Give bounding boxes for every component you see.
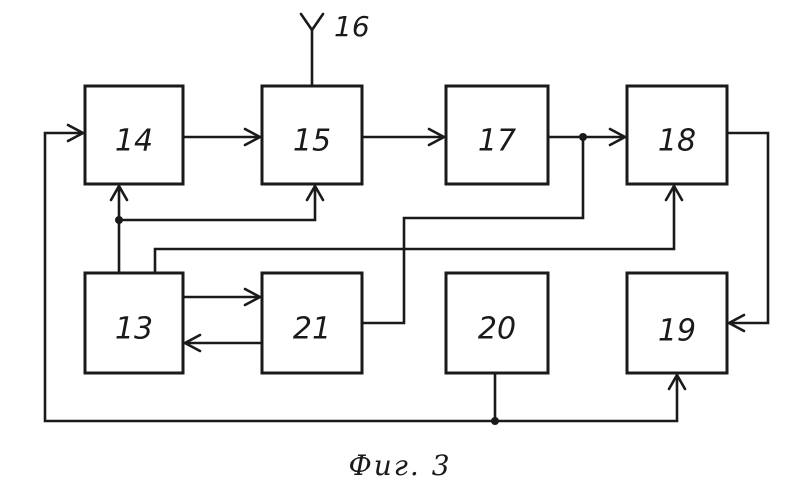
block-13-label: 13 <box>115 312 153 347</box>
antenna-16: 16 <box>301 10 370 86</box>
block-14: 14 <box>85 86 183 184</box>
block-18-label: 18 <box>658 124 696 159</box>
wire-13-to-21 <box>183 289 260 305</box>
block-15-label: 15 <box>293 124 331 159</box>
block-21: 21 <box>262 273 362 373</box>
junction-dot <box>115 216 123 224</box>
wire-18-to-19 <box>727 133 768 331</box>
wire-15-to-17 <box>362 129 444 145</box>
junction-dot <box>491 417 499 425</box>
wire-13-to-14-15 <box>111 186 323 273</box>
block-14-label: 14 <box>115 124 153 159</box>
block-20: 20 <box>446 273 548 373</box>
block-21-label: 21 <box>293 312 331 347</box>
antenna-label: 16 <box>334 10 370 43</box>
block-19: 19 <box>627 273 727 373</box>
block-17-label: 17 <box>478 124 516 159</box>
wire-13-to-18 <box>155 186 682 273</box>
wire-14-to-15 <box>183 129 260 145</box>
figure-caption: Фиг. 3 <box>348 449 451 482</box>
block-15: 15 <box>262 86 362 184</box>
wire-21-to-13 <box>185 335 262 351</box>
block-18: 18 <box>627 86 727 184</box>
wire-17-to-18 <box>548 129 625 145</box>
block-20-label: 20 <box>478 312 516 347</box>
block-13: 13 <box>85 273 183 373</box>
block-17: 17 <box>446 86 548 184</box>
block-19-label: 19 <box>658 314 696 349</box>
